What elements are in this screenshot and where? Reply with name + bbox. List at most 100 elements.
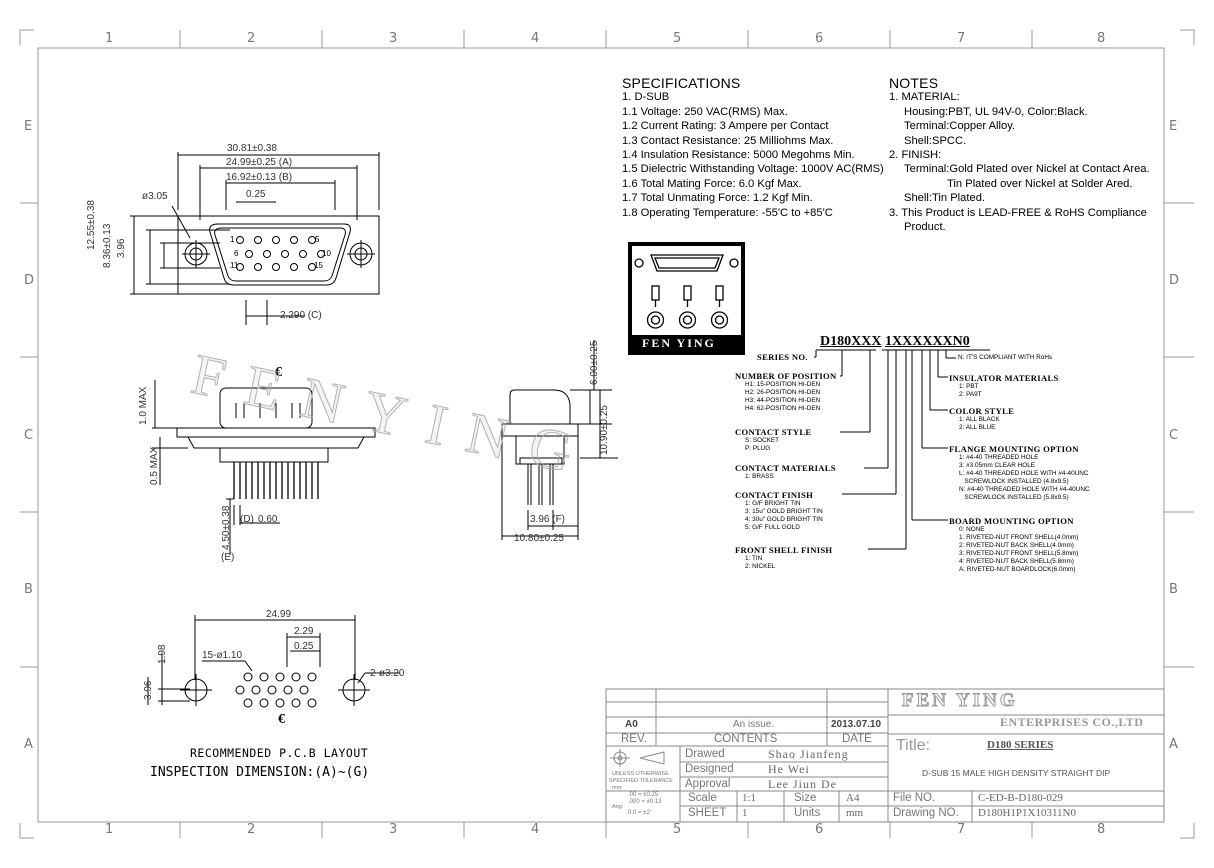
pn-item: N: #4-40 THREADED HOLE WITH #4-40UNC	[959, 486, 1090, 493]
pn-item: 3: RIVETED-NUT FRONT SHELL(5.8mm)	[959, 550, 1079, 557]
logo-mark-side: €	[275, 365, 282, 380]
pn-item: A: RIVETED-NUT BOARDLOCK(6.0mm)	[959, 566, 1076, 573]
spec-line: 1.1 Voltage: 250 VAC(RMS) Max.	[622, 105, 788, 118]
specifications-block: SPECIFICATIONS 1. D-SUB 1.1 Voltage: 250…	[622, 76, 884, 220]
tolerance-4: .00 = ±0.25	[628, 792, 659, 798]
pcb-caption: RECOMMENDED P.C.B LAYOUT	[190, 746, 369, 760]
pn-item: 3: 15u" GOLD BRIGHT TIN	[745, 508, 823, 515]
grid-col-2-bottom: 2	[247, 822, 256, 837]
designed-label: Designed	[685, 763, 734, 775]
pcb-layout-drawing	[147, 615, 400, 708]
pn-group-board: BOARD MOUNTING OPTION 0: NONE 1: RIVETED…	[949, 516, 1078, 574]
sheet-label: SHEET	[688, 807, 727, 819]
pn-item: 1: BRASS	[745, 473, 774, 480]
part-number-suffix: 1XXXXXXN0	[885, 334, 970, 349]
spec-line: 1.8 Operating Temperature: -55'C to +85'…	[622, 206, 833, 219]
drawing-no-label: Drawing NO.	[893, 807, 959, 819]
pn-item: 1: #4-40 THREADED HOLE	[959, 454, 1039, 461]
dim-025: 0.25	[246, 189, 266, 200]
pn-item: 2: ALL BLUE	[959, 424, 996, 431]
pn-group-title: NUMBER OF POSITION	[735, 371, 837, 381]
pn-item: SCREWLOCK INSTALLED (4.8x9.5)	[959, 478, 1069, 485]
company-logo-text: FEN YING	[902, 690, 1018, 712]
part-number-prefix: D180XXX	[820, 334, 882, 349]
end-view-drawing	[501, 340, 618, 540]
pn-item: 1: RIVETED-NUT FRONT SHELL(4.0mm)	[959, 534, 1079, 541]
grid-col-5-bottom: 5	[673, 822, 682, 837]
pn-item: 1: ALL BLACK	[959, 416, 1000, 423]
size-value: A4	[846, 792, 860, 804]
dim-a: 24.99±0.25 (A)	[226, 157, 293, 168]
dim-c: 2.290 (C)	[280, 310, 322, 321]
grid-col-6: 6	[815, 31, 824, 46]
pn-item: 0: NONE	[959, 526, 985, 533]
note-line: Terminal:Copper Alloy.	[904, 120, 1016, 133]
scale-label: Scale	[688, 792, 717, 804]
rev-date: 2013.07.10	[831, 719, 882, 730]
pn-item: 2: NICKEL	[745, 563, 776, 570]
note-line: Product.	[904, 221, 946, 234]
note-line: Shell:Tin Plated.	[904, 192, 986, 205]
pn-rohs: N: IT'S COMPLIANT WITH RoHs	[958, 354, 1053, 361]
spec-line: 1.7 Total Unmating Force: 1.2 Kgf Min.	[622, 192, 813, 205]
pn-item: 1: TIN	[745, 555, 763, 562]
spec-line: 1.5 Dielectric Withstanding Voltage: 100…	[622, 163, 884, 176]
grid-row-c: C	[24, 428, 34, 443]
grid-row-e: E	[24, 119, 33, 134]
pn-item: SCREWLOCK INSTALLED (5.8x9.5)	[959, 494, 1069, 501]
inspection-dimension: INSPECTION DIMENSION:(A)~(G)	[150, 765, 370, 780]
pn-group-position: NUMBER OF POSITION H1: 15-POSITION HI-DE…	[735, 371, 837, 413]
dim-f: 3.96 (F)	[530, 514, 566, 525]
pcb-dim-holes: 15-ø1.10	[202, 650, 243, 661]
drawed-value: Shao Jianfeng	[768, 747, 849, 761]
grid-col-3: 3	[389, 31, 398, 46]
pn-item: L: #4-40 THREADED HOLE WITH #4-40UNC	[959, 470, 1089, 477]
note-line: 3. This Product is LEAD-FREE & RoHS Comp…	[889, 206, 1147, 219]
pn-item: H3: 44-POSITION HI-DEN	[745, 397, 821, 404]
side-view-drawing	[152, 380, 376, 555]
drawing-title: D180 SERIES	[987, 739, 1054, 751]
company-name: ENTERPRISES CO.,LTD	[1000, 715, 1144, 729]
file-no-value: C-ED-B-D180-029	[978, 792, 1063, 804]
dim-10-80: 10.80±0.25	[514, 533, 564, 544]
dim-d-value: 0.60	[258, 514, 278, 525]
specifications-title: SPECIFICATIONS	[622, 75, 741, 91]
grid-row-e-right: E	[1169, 119, 1178, 134]
approval-label: Approval	[685, 778, 731, 790]
pcb-dim-24-99: 24.99	[266, 609, 292, 620]
units-value: mm	[846, 807, 864, 819]
tolerance-7: 0.0 = ±2'	[628, 810, 651, 816]
grid-col-6-bottom: 6	[815, 822, 824, 837]
pin-label-15: 15	[314, 261, 323, 270]
pn-item: 3: #3.05mm CLEAR HOLE	[959, 462, 1036, 469]
title-label: Title:	[896, 737, 931, 754]
pn-group-color: COLOR STYLE 1: ALL BLACK 2: ALL BLUE	[949, 406, 1014, 432]
pn-group-title: COLOR STYLE	[949, 406, 1015, 416]
pn-group-insulator: INSULATOR MATERIALS 1: PBT 2: PA9T	[949, 373, 1059, 399]
series-no-label: SERIES NO.	[757, 352, 808, 362]
drawing-no-value: D180H1P1X10311N0	[978, 807, 1076, 819]
logo-text: FEN YING	[642, 336, 716, 350]
pn-item: S: SOCKET	[745, 437, 780, 444]
pin-label-11: 11	[230, 261, 239, 270]
grid-col-7: 7	[957, 31, 966, 46]
grid-col-4: 4	[531, 31, 540, 46]
notes-title: NOTES	[889, 75, 939, 91]
pn-item: 1: G/F BRIGHT TIN	[745, 500, 801, 507]
pn-group-front-shell: FRONT SHELL FINISH 1: TIN 2: NICKEL	[735, 545, 832, 571]
units-label: Units	[794, 807, 821, 819]
tolerance-3: mm:	[612, 785, 623, 791]
drawing-description: D-SUB 15 MALE HIGH DENSITY STRAIGHT DIP	[922, 768, 1111, 778]
note-line: 1. MATERIAL:	[889, 91, 960, 104]
tolerance-1: UNLESS OTHERWISE	[612, 771, 669, 777]
pn-item: 1: PBT	[959, 383, 979, 390]
pin-label-1: 1	[230, 235, 235, 244]
size-label: Size	[794, 792, 817, 804]
header-rev: REV.	[621, 733, 647, 745]
grid-row-a: A	[24, 737, 33, 752]
approval-value: Lee Jiun De	[768, 777, 837, 791]
header-contents: CONTENTS	[714, 733, 778, 745]
pcb-dim-mount: 2-ø3.20	[370, 668, 405, 679]
designed-value: He Wei	[768, 762, 810, 776]
spec-line: 1.2 Current Rating: 3 Ampere per Contact	[622, 120, 829, 133]
